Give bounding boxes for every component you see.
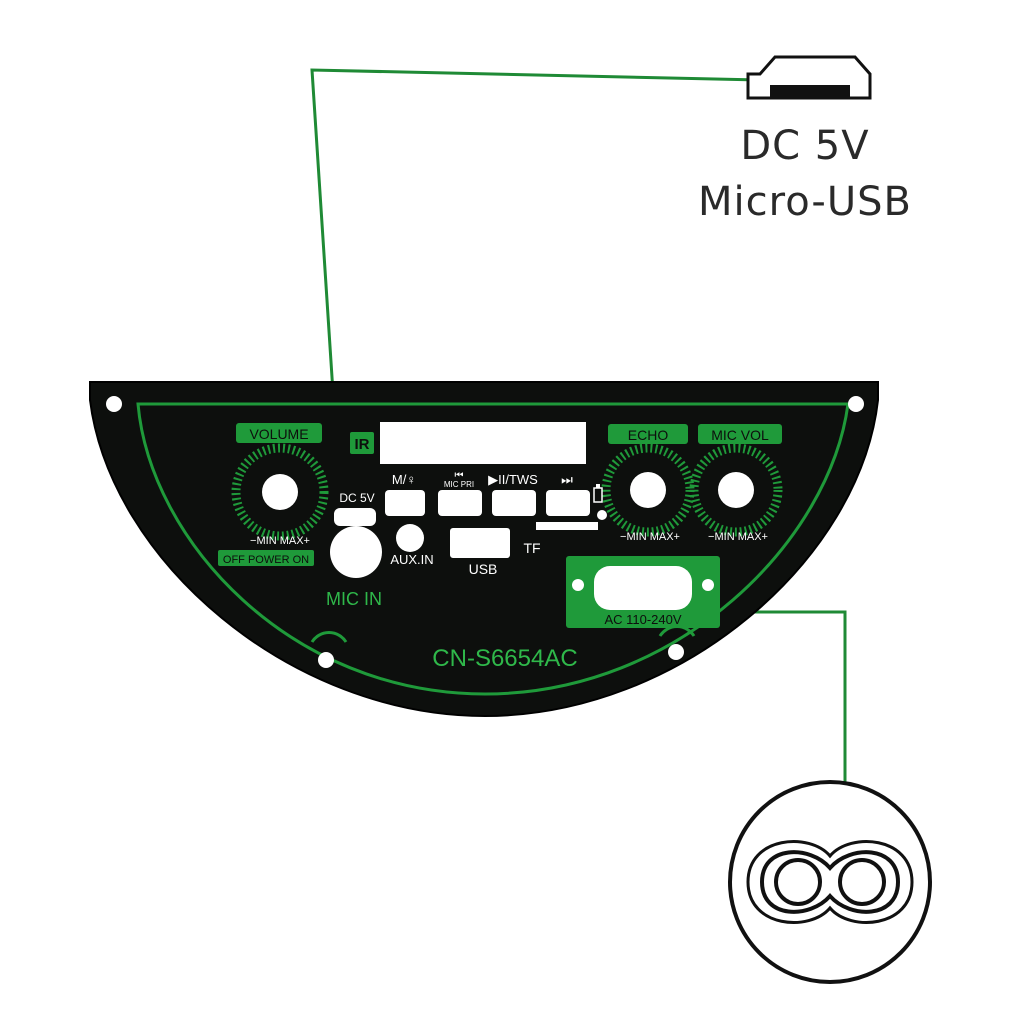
power-switch-label: OFF POWER ON (223, 554, 309, 566)
indicator-led (597, 510, 607, 520)
dc5v-label: DC 5V (339, 491, 374, 505)
dc5v-port (334, 508, 376, 526)
aux-in-jack (396, 524, 424, 552)
next-button[interactable] (546, 490, 590, 516)
tf-label: TF (523, 540, 540, 556)
micro-usb-port-icon (746, 55, 872, 100)
dc-subtitle: Micro-USB (698, 179, 912, 225)
mic-vol-label: MIC VOL (711, 427, 769, 443)
ac-input-socket (594, 566, 692, 610)
model-number: CN-S6654AC (432, 645, 577, 672)
aux-in-label: AUX.IN (390, 552, 433, 567)
dc-title: DC 5V (740, 123, 870, 169)
wire-to-micro-usb (310, 68, 761, 501)
mode-button[interactable] (385, 490, 425, 516)
previous-button[interactable] (438, 490, 482, 516)
mic-in-label: MIC IN (326, 589, 382, 609)
play-button[interactable] (492, 490, 536, 516)
echo-min-max: −MIN MAX+ (620, 531, 680, 543)
usb-port (450, 528, 510, 558)
tf-card-slot (536, 522, 598, 530)
mic-vol-knob[interactable] (689, 443, 783, 537)
previous-track-icon: ⏮ (455, 470, 464, 481)
micro-usb-callout: DC 5V Micro-USB (680, 118, 930, 230)
figure-8-ac-socket-icon (728, 780, 932, 984)
mounting-hole (318, 652, 334, 668)
volume-min-max: −MIN MAX+ (250, 535, 310, 547)
display-window (380, 422, 586, 464)
usb-label: USB (469, 561, 498, 577)
ir-label: IR (355, 436, 370, 453)
control-panel: VOLUME IR ECHO MIC VOL −MIN MAX+ −MIN MA… (89, 381, 879, 718)
play-tws-label: ▶II/TWS (488, 472, 538, 487)
mic-vol-min-max: −MIN MAX+ (708, 531, 768, 543)
echo-label: ECHO (628, 427, 669, 443)
volume-knob[interactable] (231, 443, 329, 541)
next-track-icon: ⏭ (561, 472, 573, 487)
panel-inner-border (136, 402, 850, 696)
volume-label: VOLUME (249, 426, 308, 442)
mounting-hole (106, 396, 122, 412)
ac-input-label: AC 110-240V (604, 612, 681, 627)
mounting-hole (668, 644, 684, 660)
mic-pri-label: MIC PRI (444, 480, 474, 489)
mic-in-jack (330, 526, 382, 578)
mounting-hole (848, 396, 864, 412)
mode-button-label: M/♀ (392, 472, 416, 487)
